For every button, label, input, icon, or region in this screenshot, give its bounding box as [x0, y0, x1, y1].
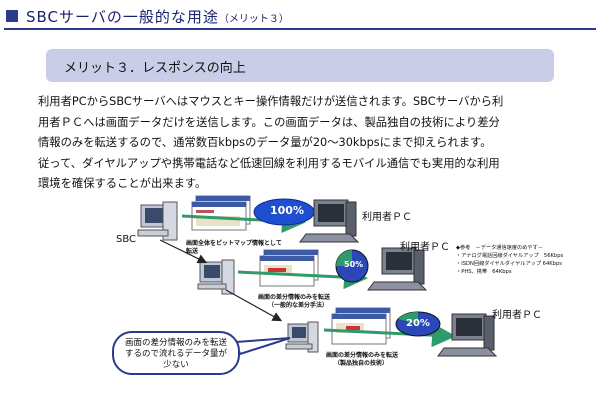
- percent-50-label: 50%: [344, 260, 364, 269]
- body-line: 情報のみを転送するので、通常数百kbpsのデータ量が20～30kbpsにまで抑え…: [38, 136, 492, 149]
- sbc-label: SBC: [116, 234, 137, 245]
- body-line: 環境を確保することが出来ます。: [38, 177, 207, 190]
- transfer-1-line1: 画面全体をビットマップ情報として: [186, 240, 282, 247]
- transfer-3-caption: 画面の差分情報のみを転送 （製品独自の技術）: [326, 352, 398, 368]
- transfer-3-line2: （製品独自の技術）: [334, 360, 389, 367]
- section-heading: メリット３．レスポンスの向上: [64, 61, 246, 76]
- body-line: 利用者PCからSBCサーバへはマウスとキー操作情報だけが送信されます。SBCサー…: [38, 95, 504, 108]
- transfer-2-line2: （一般的な差分手法）: [268, 302, 329, 309]
- connector-down-2: [225, 289, 283, 322]
- user-pc-3-label: 利用者ＰＣ: [492, 310, 542, 321]
- callout-text: 画面の差分情報のみを転送 するので流れるデータ量が 少ない: [114, 338, 238, 371]
- user-pc-3-icon: [437, 313, 498, 357]
- title-divider: [4, 28, 596, 30]
- pie-50: [335, 249, 369, 283]
- pie-20: [395, 311, 441, 337]
- connector-down-1: [159, 239, 208, 264]
- percent-100-label: 100%: [270, 204, 304, 217]
- section-heading-box: メリット３．レスポンスの向上: [46, 49, 554, 82]
- callout-line: するので流れるデータ量が: [124, 349, 227, 359]
- callout-pointer: [234, 337, 291, 356]
- transfer-arrow-3: [323, 323, 456, 348]
- page-title-sub: （メリット３）: [218, 14, 289, 25]
- percent-20-label: 20%: [406, 318, 430, 329]
- transfer-2-caption: 画面の差分情報のみを転送 （一般的な差分手法）: [258, 294, 330, 310]
- sbc-server-3-icon: [285, 321, 319, 353]
- callout-line: 画面の差分情報のみを転送: [124, 338, 227, 348]
- user-pc-1-icon: [299, 199, 360, 243]
- legend-row: ・アナログ電話回線ダイヤルアップ 56Kbps: [456, 253, 564, 259]
- transfer-3-line1: 画面の差分情報のみを転送: [326, 352, 399, 359]
- title-bullet-icon: [6, 10, 18, 22]
- speed-reference-legend: ◆参考 －データ通信速度のめやす－ ・アナログ電話回線ダイヤルアップ 56Kbp…: [456, 244, 563, 276]
- legend-row: ・ISDN回線ダイヤルダイヤルアップ 64Kbps: [456, 261, 562, 267]
- sbc-server-icon: [137, 201, 178, 241]
- page-title: SBCサーバの一般的な用途（メリット３）: [26, 6, 289, 27]
- transfer-1-line2: 転送: [186, 248, 199, 255]
- body-line: 従って、ダイヤルアップや携帯電話など低速回線を利用するモバイル通信でも実用的な利…: [38, 156, 500, 170]
- transfer-2-line1: 画面の差分情報のみを転送: [258, 294, 331, 301]
- screen-image-3: [331, 307, 391, 345]
- body-line: 用者ＰＣへは画面データだけを送信します。この画面データは、製品独自の技術により差…: [38, 115, 500, 129]
- user-pc-1-label: 利用者ＰＣ: [362, 212, 412, 223]
- screen-image-1: [191, 195, 251, 231]
- page-title-main: SBCサーバの一般的な用途: [26, 8, 219, 26]
- body-paragraph: 利用者PCからSBCサーバへはマウスとキー操作情報だけが送信されます。SBCサー…: [38, 92, 568, 195]
- transfer-1-caption: 画面全体をビットマップ情報として 転送: [186, 240, 282, 256]
- title-bar: SBCサーバの一般的な用途（メリット３）: [0, 0, 600, 30]
- legend-row: ・PHS、携帯 64Kbps: [456, 269, 512, 275]
- user-pc-2-label: 利用者ＰＣ: [400, 242, 450, 253]
- user-pc-2-icon: [367, 247, 428, 291]
- callout-box: 画面の差分情報のみを転送 するので流れるデータ量が 少ない: [112, 331, 240, 375]
- sbc-server-2-icon: [197, 259, 235, 295]
- legend-title: ◆参考 －データ通信速度のめやす－: [456, 245, 543, 251]
- screen-image-2: [259, 249, 319, 287]
- network-diagram: 100% 50% 20% SBC 利用者ＰＣ 利用者ＰＣ 利用者ＰＣ 画面全体を…: [0, 190, 600, 418]
- diagram-graphics: [137, 195, 498, 357]
- callout-line: 少ない: [163, 360, 189, 370]
